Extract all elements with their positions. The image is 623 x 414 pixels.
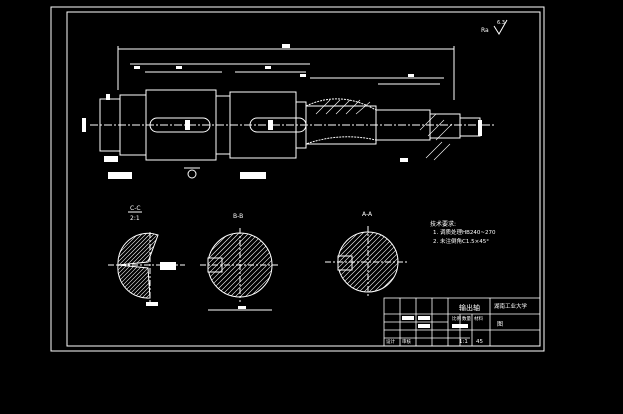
- main-view-dimension-marks: [82, 44, 482, 179]
- hatch-line: [212, 233, 272, 297]
- surface-roughness-label: Ra: [481, 27, 489, 34]
- hatch-line: [117, 233, 141, 299]
- hatch-line: [208, 233, 237, 297]
- hatch-line: [208, 233, 247, 297]
- hatch-line: [366, 232, 398, 292]
- hatch-line: [147, 233, 158, 299]
- part-name: 输出轴: [459, 303, 480, 312]
- title-block-fills: [402, 316, 468, 328]
- school-name: 湖南工业大学: [494, 302, 528, 310]
- hatch-line: [117, 233, 145, 299]
- surface-roughness-symbol: Ra 6.3: [481, 19, 508, 35]
- surface-roughness-value: 6.3: [497, 20, 505, 26]
- hatch-line: [242, 233, 272, 297]
- hatch-line: [117, 233, 153, 299]
- hatch-line: [273, 231, 341, 299]
- cell-qty: 数量: [462, 315, 471, 322]
- note-1: 1. 调质处理HB240~270: [433, 228, 496, 236]
- hatch-line: [135, 233, 158, 299]
- partial-section-hatch: [315, 99, 453, 161]
- hatch-line: [48, 232, 116, 300]
- hatch-line: [117, 233, 158, 299]
- hatch-line: [247, 233, 272, 297]
- hatch-line: [338, 232, 362, 292]
- hatch-line: [208, 233, 252, 297]
- section-c-c: C-C 2:1: [108, 205, 185, 306]
- hatch-line: [222, 233, 272, 297]
- section-b-b: B-B: [200, 213, 280, 311]
- section-c-scale: 2:1: [130, 215, 140, 222]
- hatch-line: [356, 232, 398, 292]
- hatch-line: [267, 233, 272, 297]
- section-a-title: A-A: [362, 211, 373, 218]
- hatch-line: [123, 233, 158, 299]
- hatch-line: [208, 233, 262, 297]
- hatch-line: [117, 233, 125, 299]
- hatch-line: [338, 232, 377, 292]
- hatch-line: [346, 232, 398, 292]
- hatch-line: [217, 233, 272, 297]
- hatch-line: [44, 232, 112, 300]
- hatch-line: [338, 232, 347, 292]
- sheet-label: 图: [497, 321, 503, 328]
- hatch-line: [232, 233, 272, 297]
- note-2: 2. 未注倒角C1.5×45°: [433, 237, 489, 245]
- cell-review: 审核: [402, 338, 411, 345]
- scale-value: 1:1: [459, 339, 468, 345]
- hatch-line: [338, 232, 382, 292]
- material-value: 45: [476, 339, 483, 345]
- hatch-line: [117, 233, 121, 299]
- hatch-line: [237, 233, 272, 297]
- hatch-line: [338, 232, 387, 292]
- title-block: [383, 297, 541, 347]
- hatch-line: [208, 233, 232, 297]
- hatch-line: [338, 232, 367, 292]
- datum-symbol: [184, 167, 200, 179]
- hatch-line: [376, 232, 398, 292]
- sheet-inner-border: [66, 11, 541, 347]
- notes-title: 技术要求:: [430, 220, 456, 228]
- hatch-line: [208, 233, 257, 297]
- section-c-title: C-C: [130, 205, 141, 212]
- title-block-text: 输出轴 湖南工业大学 图 1:1 45 设计 审核 比例 数量 材料: [386, 302, 528, 345]
- hatch-line: [117, 233, 149, 299]
- cell-ratio: 比例: [452, 315, 461, 322]
- hatch-line: [338, 232, 372, 292]
- section-b-title: B-B: [233, 213, 243, 220]
- technical-notes: 技术要求: 1. 调质处理HB240~270 2. 未注倒角C1.5×45°: [430, 220, 496, 245]
- hatch-line: [338, 232, 342, 292]
- hatch-line: [208, 233, 242, 297]
- sheet-outer-border: [50, 6, 545, 352]
- hatch-line: [371, 232, 398, 292]
- hatch-line: [127, 233, 158, 299]
- hatch-line: [351, 232, 398, 292]
- cell-material: 材料: [474, 315, 483, 322]
- hatch-line: [131, 233, 158, 299]
- hatch-line: [361, 232, 398, 292]
- cell-design: 设计: [386, 338, 395, 345]
- hatch-line: [338, 232, 392, 292]
- hatch-line: [117, 233, 157, 299]
- hatch-line: [227, 233, 272, 297]
- shaft-main-view: [90, 46, 495, 161]
